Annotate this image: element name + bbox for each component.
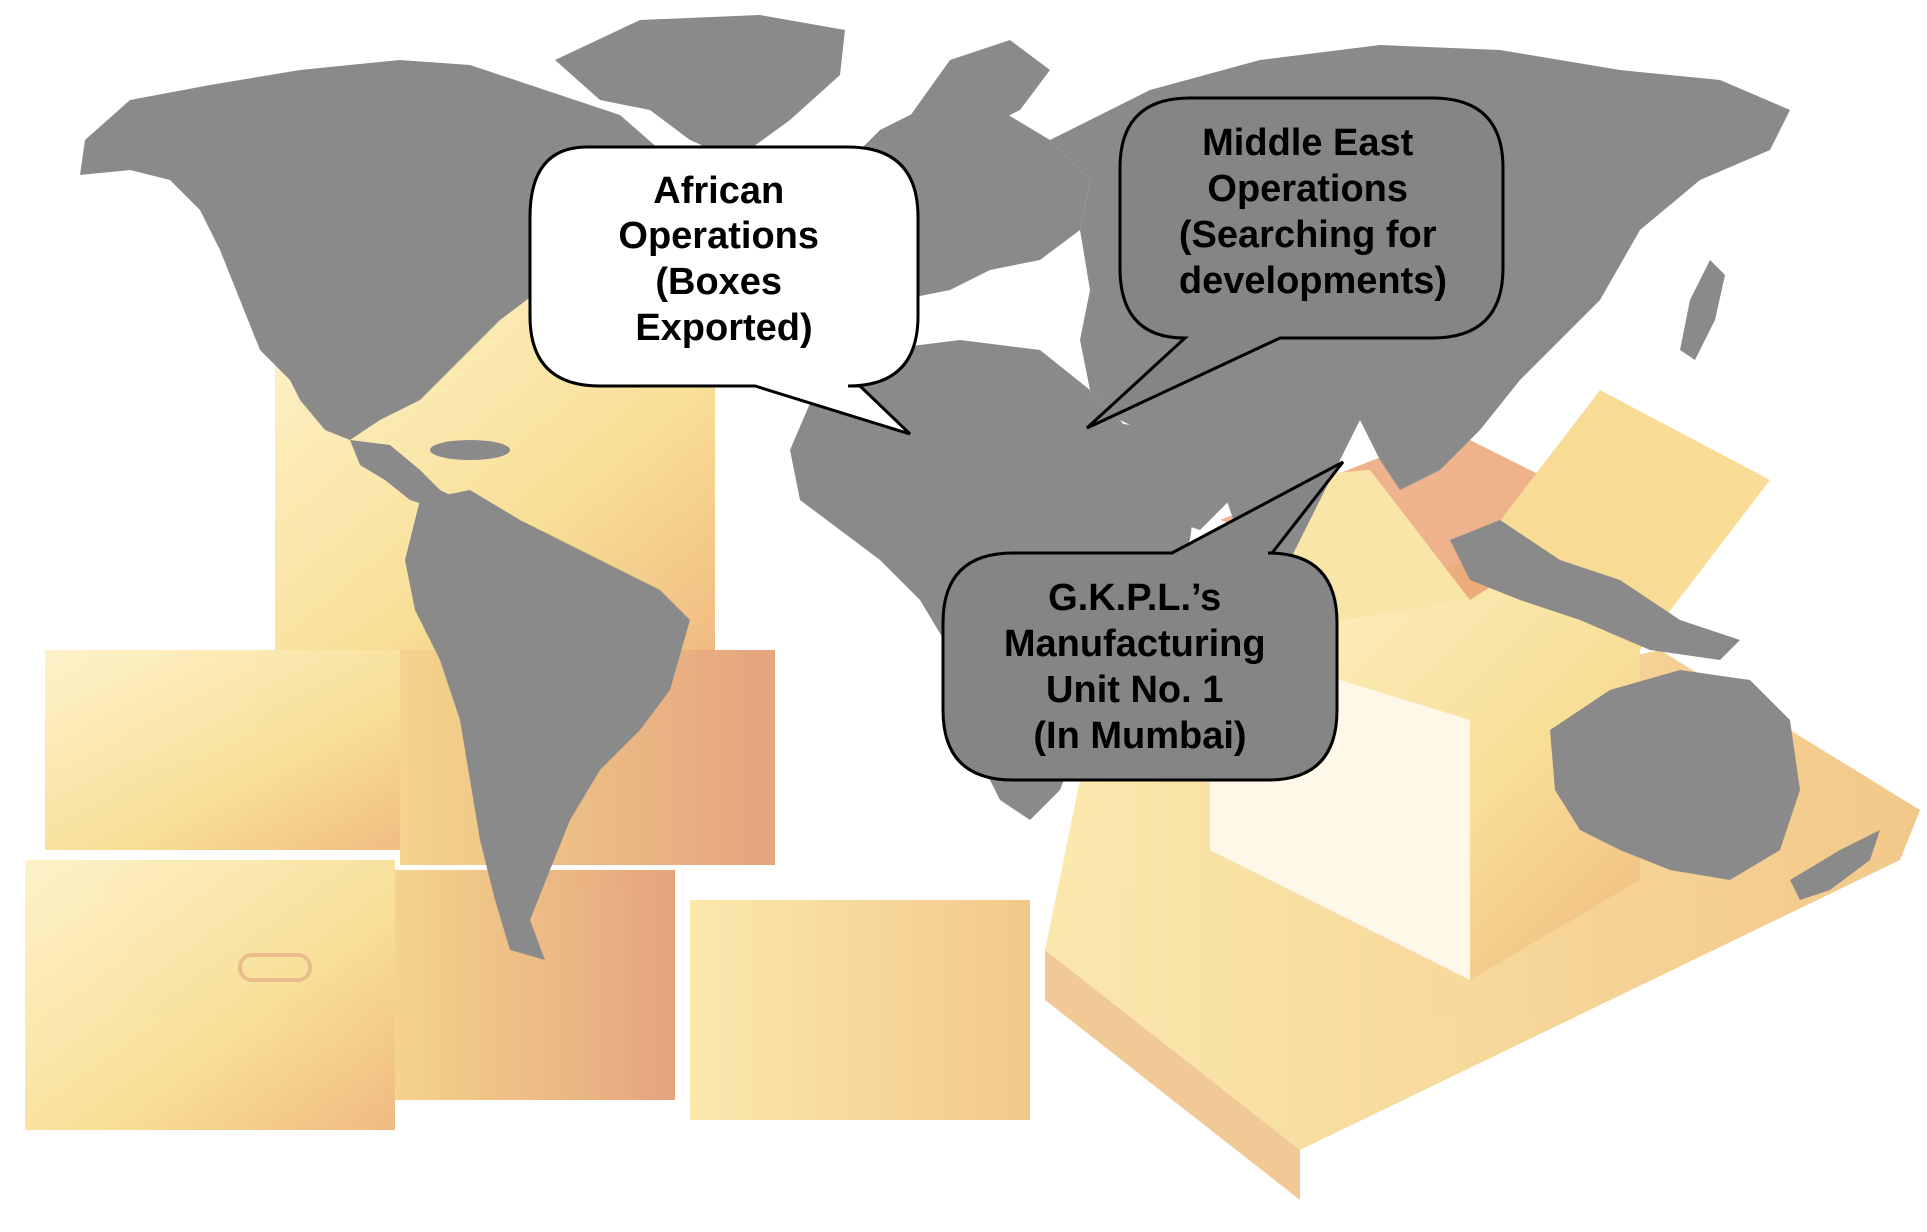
- callout-middle-east-operations: Middle East Operations (Searching for de…: [1085, 96, 1505, 430]
- landmass-north-america: [80, 60, 660, 440]
- callout-middle-east-line-2: Operations: [1207, 168, 1408, 210]
- callout-middle-east-operations-bubble: [1085, 96, 1505, 430]
- flat-cardboard-stack-edge: [1045, 950, 1300, 1200]
- callout-middle-east-line-3: (Searching for: [1179, 214, 1437, 256]
- landmass-greenland: [555, 15, 845, 160]
- callout-african-operations-text: African Operations (Boxes Exported): [618, 170, 829, 349]
- landmass-scandinavia: [900, 40, 1050, 150]
- callout-manufacturing-line-1: G.K.P.L.’s: [1048, 577, 1221, 619]
- box-left-middle: [45, 650, 425, 850]
- callout-african-line-4: Exported): [635, 307, 812, 349]
- callout-middle-east-line-1: Middle East: [1202, 122, 1413, 164]
- box-bottom-front: [690, 900, 1030, 1120]
- callout-manufacturing-unit-bubble: [941, 460, 1345, 782]
- landmass-central-america: [350, 440, 460, 510]
- callout-manufacturing-unit: G.K.P.L.’s Manufacturing Unit No. 1 (In …: [941, 460, 1345, 782]
- callout-manufacturing-line-3: Unit No. 1: [1046, 669, 1223, 711]
- callout-african-line-2: Operations: [618, 215, 819, 257]
- landmass-south-america: [405, 490, 690, 960]
- callout-african-operations: African Operations (Boxes Exported): [528, 145, 920, 436]
- landmass-japan: [1680, 260, 1725, 360]
- box-bottom-left: [25, 860, 395, 1130]
- landmass-caribbean: [430, 440, 510, 460]
- callout-african-line-1: African: [653, 170, 784, 212]
- callout-manufacturing-line-4: (In Mumbai): [1033, 715, 1246, 757]
- landmass-new-zealand: [1790, 830, 1880, 900]
- landmass-arabia: [1100, 420, 1230, 530]
- callout-middle-east-operations-text: Middle East Operations (Searching for de…: [1179, 122, 1447, 302]
- box-handle: [238, 953, 312, 982]
- callout-manufacturing-line-2: Manufacturing: [1004, 623, 1266, 665]
- callout-manufacturing-unit-text: G.K.P.L.’s Manufacturing Unit No. 1 (In …: [1004, 577, 1276, 757]
- landmass-southeast-asia: [1450, 520, 1740, 660]
- landmass-australia: [1550, 670, 1800, 880]
- callout-african-operations-bubble: [528, 145, 920, 436]
- box-bottom-middle: [395, 870, 675, 1100]
- callout-african-line-3: (Boxes: [655, 261, 782, 303]
- callout-middle-east-line-4: developments): [1179, 260, 1447, 302]
